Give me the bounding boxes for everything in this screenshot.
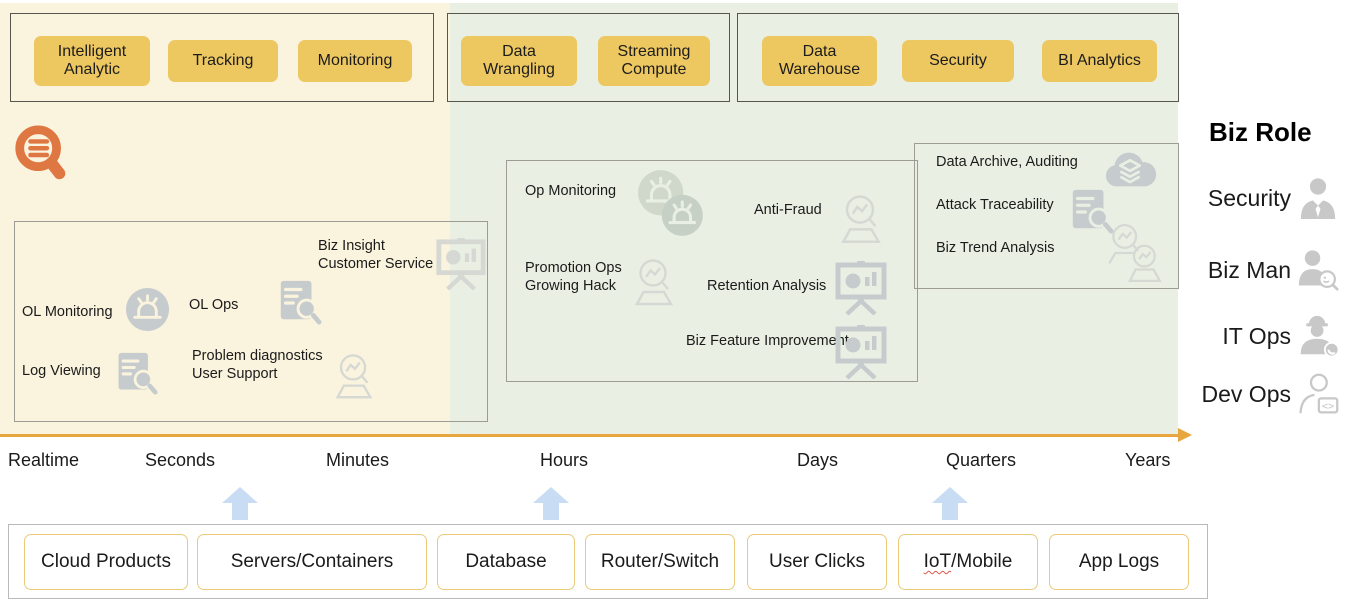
up-arrow-icon (222, 487, 258, 520)
scenario-label-log-viewing: Log Viewing (22, 363, 101, 379)
alarm-duo-icon (634, 166, 708, 240)
scenario-label-biz-trend-analysis: Biz Trend Analysis (936, 240, 1055, 256)
itops-person-icon (1297, 315, 1339, 357)
role-label: Dev Ops (1201, 380, 1291, 407)
analyst-icon (628, 257, 680, 309)
scenario-label-retention-analysis: Retention Analysis (707, 278, 827, 294)
presentation-icon (436, 238, 486, 290)
capability-pill-data-wrangling: Data Wrangling (461, 36, 577, 86)
scenario-label-op-monitoring: Op Monitoring (525, 183, 617, 199)
scenario-label-biz-feature-improvement: Biz Feature Improvement (686, 333, 849, 349)
source-box-cloud-products: Cloud Products (24, 534, 188, 590)
role-label: Security (1207, 184, 1291, 211)
capability-group-warehouse (737, 13, 1179, 102)
doc-search-icon (114, 351, 158, 395)
capability-pill-data-warehouse: Data Warehouse (762, 36, 877, 86)
capability-pill-tracking: Tracking (168, 40, 278, 82)
timeline-label-realtime: Realtime (8, 450, 80, 470)
source-box-iot-mobile: IoT/Mobile (898, 534, 1038, 590)
scenario-label-data-archive: Data Archive, Auditing (936, 154, 1078, 170)
scenario-label-attack-traceability: Attack Traceability (936, 197, 1054, 213)
alarm-icon (124, 286, 171, 333)
doc-search-icon (276, 279, 322, 325)
capability-group-ops (10, 13, 434, 102)
timeline-label-days: Days (797, 450, 839, 470)
presentation-icon (835, 261, 887, 315)
role-row-dev-ops: Dev Ops <> (1193, 372, 1345, 416)
timeline-axis (0, 434, 1180, 437)
security-person-icon (1297, 177, 1339, 219)
panel-growth-scenarios (506, 160, 918, 382)
source-box-database: Database (437, 534, 575, 590)
log-search-logo-icon (12, 124, 74, 186)
presentation-icon (835, 325, 887, 379)
panel-ops-scenarios (14, 221, 488, 422)
timeline-label-seconds: Seconds (145, 450, 216, 470)
source-box-servers-containers: Servers/Containers (197, 534, 427, 590)
timeline-label-quarters: Quarters (946, 450, 1017, 470)
analyst-duo-icon (1103, 222, 1165, 284)
scenario-label-ol-ops: OL Ops (189, 297, 239, 313)
timeline-label-minutes: Minutes (326, 450, 390, 470)
doc-search-icon (1068, 188, 1114, 234)
analyst-icon (329, 352, 379, 402)
capability-pill-monitoring: Monitoring (298, 40, 412, 82)
scenario-label-biz-insight: Biz Insight Customer Service (318, 238, 434, 273)
up-arrow-icon (533, 487, 569, 520)
panel-archive-scenarios (914, 143, 1179, 289)
scenario-label-promotion-ops: Promotion Ops Growing Hack (525, 260, 622, 295)
bizman-person-icon (1297, 249, 1339, 291)
source-box-router-switch: Router/Switch (585, 534, 735, 590)
capability-pill-security: Security (902, 40, 1014, 82)
role-label: IT Ops (1222, 322, 1291, 349)
up-arrow-icon (932, 487, 968, 520)
biz-role-title: Biz Role (1209, 117, 1312, 147)
timeline-label-years: Years (1125, 450, 1171, 470)
role-row-it-ops: IT Ops (1193, 314, 1345, 358)
capability-pill-bi-analytics: BI Analytics (1042, 40, 1157, 82)
role-label: Biz Man (1207, 256, 1291, 283)
devops-person-icon: <> (1297, 373, 1339, 415)
source-label-rest: /Mobile (951, 551, 1013, 572)
analyst-icon (834, 193, 888, 247)
capability-pill-intelligent-analytic: Intelligent Analytic (34, 36, 150, 86)
source-box-user-clicks: User Clicks (747, 534, 887, 590)
cloud-stack-icon (1102, 146, 1158, 192)
timeline-label-hours: Hours (540, 450, 589, 470)
source-box-app-logs: App Logs (1049, 534, 1189, 590)
scenario-label-anti-fraud: Anti-Fraud (754, 202, 822, 218)
role-row-security: Security (1193, 176, 1345, 220)
misspelled-word: IoT (923, 551, 952, 572)
scenario-label-ol-monitoring: OL Monitoring (22, 304, 113, 320)
capability-group-processing (447, 13, 730, 102)
scenario-label-problem-diagnostics: Problem diagnostics User Support (192, 348, 323, 383)
svg-text:<>: <> (1322, 400, 1335, 412)
role-row-biz-man: Biz Man (1193, 248, 1345, 292)
timeline-axis-arrowhead-icon (1178, 428, 1192, 442)
capability-pill-streaming-compute: Streaming Compute (598, 36, 710, 86)
